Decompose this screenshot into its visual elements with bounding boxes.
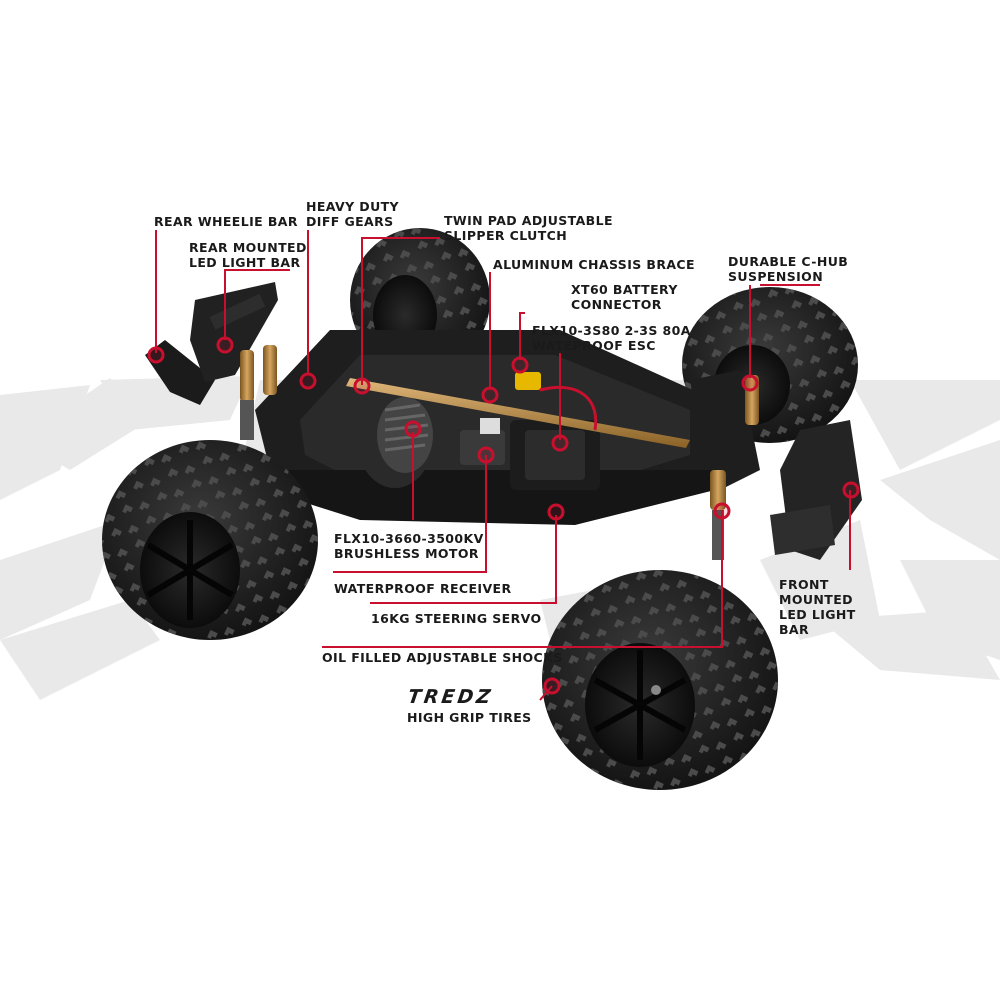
ring-rear-wheelie-bar: [147, 346, 165, 364]
label-tires: HIGH GRIP TIRES: [407, 710, 532, 725]
front-suspension: [690, 370, 760, 560]
rear-shocks: [240, 345, 277, 440]
aluminum-chassis-brace: [346, 378, 690, 448]
xt60-connector: [515, 372, 598, 431]
ring-diff-gears: [299, 372, 317, 390]
ring-servo: [547, 503, 565, 521]
leader-lines: [155, 230, 851, 701]
front-left-tire: [542, 570, 778, 790]
label-battery-connector: XT60 BATTERY CONNECTOR: [571, 282, 678, 312]
label-chassis-brace: ALUMINUM CHASSIS BRACE: [493, 257, 695, 272]
ring-tires: [543, 677, 561, 695]
rear-right-tire: [102, 440, 318, 640]
label-shocks: OIL FILLED ADJUSTABLE SHOCKS: [322, 650, 563, 665]
ring-slipper-clutch: [353, 377, 371, 395]
tredz-logo: TREDZ: [406, 686, 495, 708]
front-led-light-bar: [770, 420, 862, 560]
label-esc: FLX10-3S80 2-3S 80A WATEPROOF ESC: [532, 323, 691, 353]
label-brushless-motor: FLX10-3660-3500KV BRUSHLESS MOTOR: [334, 531, 484, 561]
label-slipper-clutch: TWIN PAD ADJUSTABLE SLIPPER CLUTCH: [444, 213, 613, 243]
label-diff-gears: HEAVY DUTY DIFF GEARS: [306, 199, 400, 229]
ring-front-light-bar: [842, 481, 860, 499]
ring-rear-light-bar: [216, 336, 234, 354]
ring-motor: [404, 420, 422, 438]
label-rear-wheelie-bar: REAR WHEELIE BAR: [154, 214, 298, 229]
ring-shocks: [713, 502, 731, 520]
label-front-led-light-bar: FRONT MOUNTED LED LIGHT BAR: [779, 577, 856, 637]
label-steering-servo: 16KG STEERING SERVO: [371, 611, 542, 626]
ring-receiver: [477, 446, 495, 464]
label-receiver: WATERPROOF RECEIVER: [334, 581, 512, 596]
brushless-motor: [357, 392, 433, 488]
ring-c-hub: [741, 374, 759, 392]
label-c-hub-suspension: DURABLE C-HUB SUSPENSION: [728, 254, 849, 284]
esc: [510, 420, 600, 490]
callout-rings: [147, 336, 860, 695]
label-rear-led-light-bar: REAR MOUNTED LED LIGHT BAR: [189, 240, 307, 270]
ring-chassis-brace: [481, 386, 499, 404]
ring-esc: [551, 434, 569, 452]
ring-battery-connector: [511, 356, 529, 374]
